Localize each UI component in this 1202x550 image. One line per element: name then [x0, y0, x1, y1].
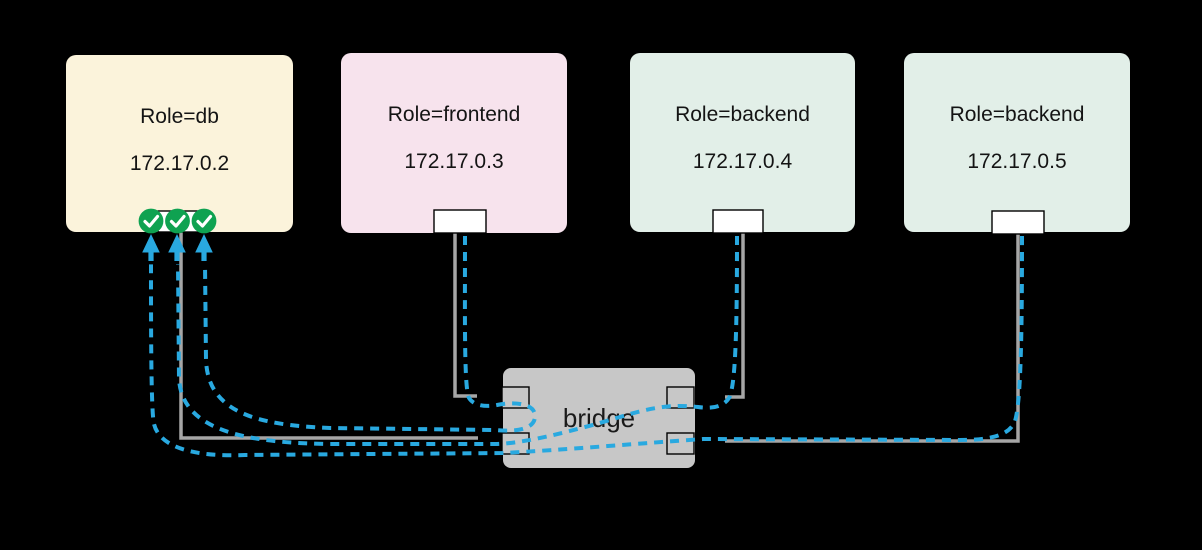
link-backend1-to-bridge	[725, 230, 745, 399]
container-backend-1-ip: 172.17.0.4	[692, 150, 793, 173]
container-db-role-label: Role=db	[140, 105, 219, 128]
traffic-arrowheads	[142, 234, 213, 261]
container-db: Role=db 172.17.0.2	[66, 55, 293, 232]
bridge-network-label: bridge	[562, 402, 636, 433]
container-frontend-ip: 172.17.0.3	[404, 150, 504, 173]
traffic-frontend-to-db	[203, 235, 537, 433]
link-backend2-to-bridge	[725, 232, 1020, 443]
container-frontend: Role=frontend 172.17.0.3	[341, 53, 567, 233]
container-backend-1: Role=backend 172.17.0.4	[630, 53, 855, 232]
container-backend-2-role-label: Role=backend	[949, 103, 1085, 126]
container-backend-1-role-label: Role=backend	[675, 103, 810, 126]
container-frontend-role-label: Role=frontend	[387, 103, 521, 126]
arrow-up-icon	[168, 234, 186, 261]
container-backend-2: Role=backend 172.17.0.5	[904, 53, 1130, 232]
arrow-up-icon	[195, 234, 213, 261]
bridge-network-box: bridge	[503, 368, 695, 468]
container-db-ip: 172.17.0.2	[129, 152, 230, 175]
link-db-to-bridge	[179, 228, 478, 440]
link-frontend-to-bridge	[453, 230, 477, 398]
arrow-up-icon	[142, 234, 160, 261]
container-backend-2-ip: 172.17.0.5	[967, 150, 1067, 173]
